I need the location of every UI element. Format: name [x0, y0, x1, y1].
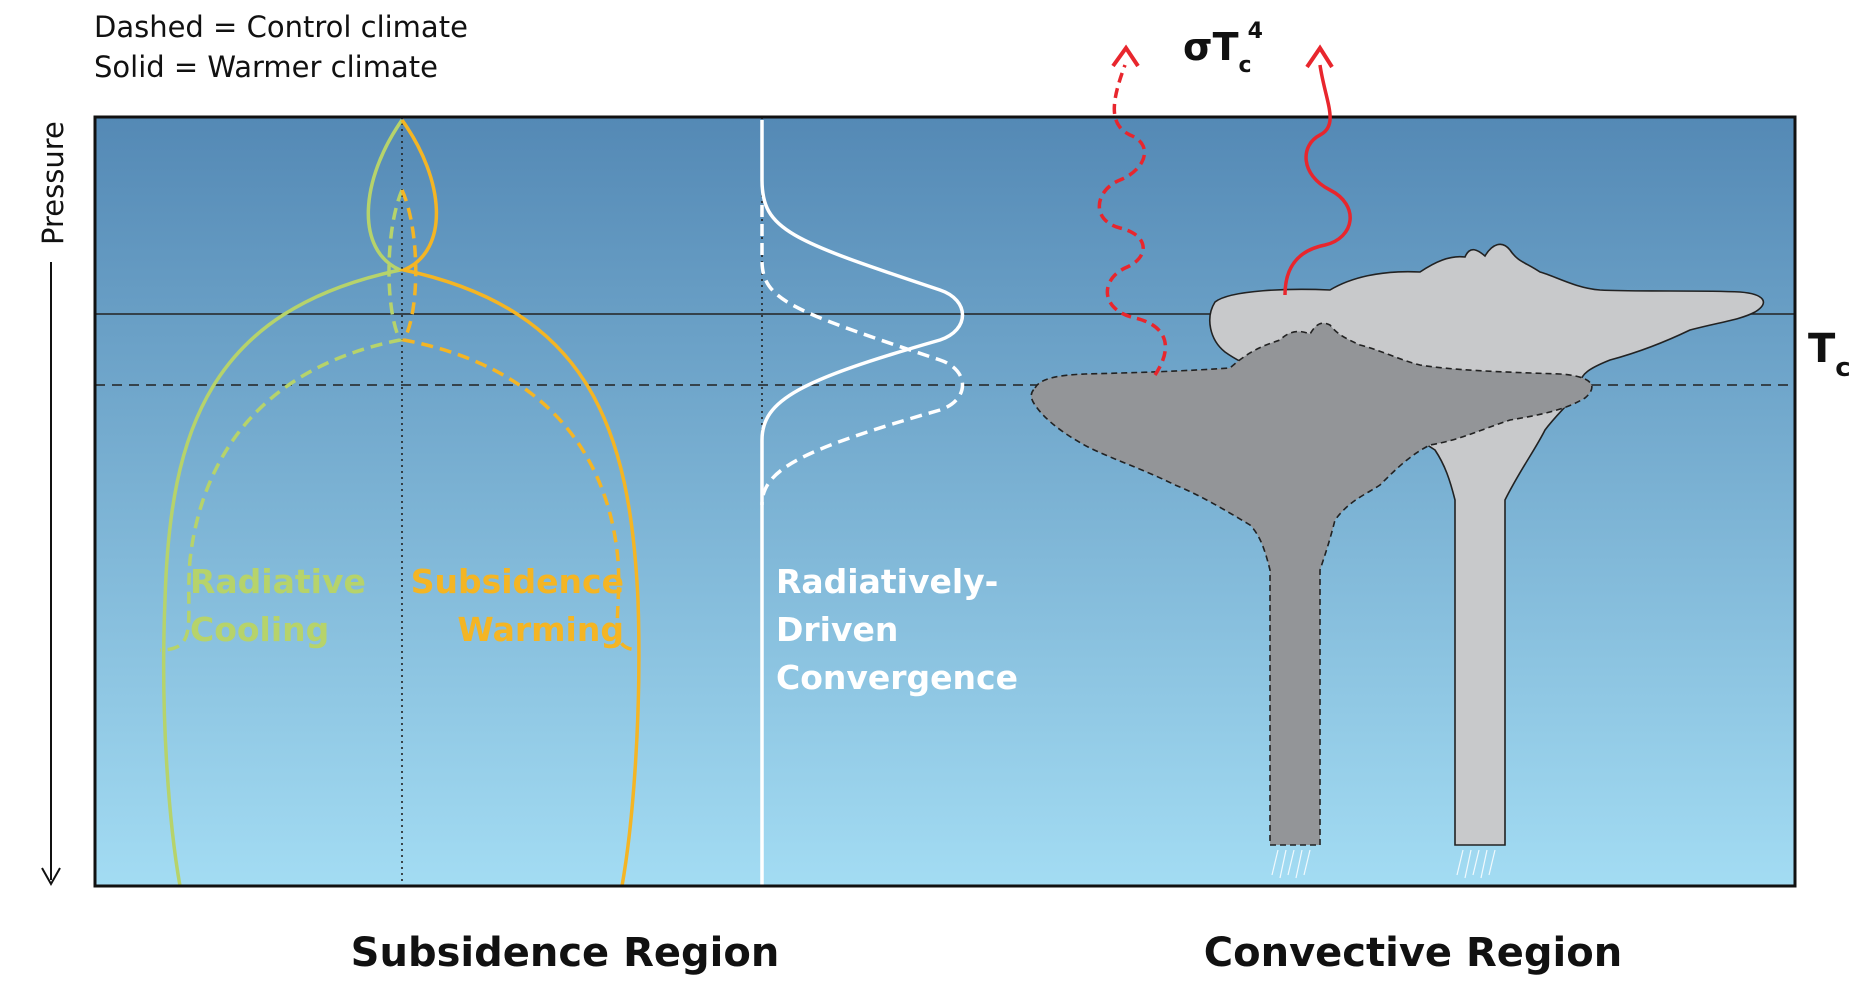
subsidence-region-title: Subsidence Region: [351, 930, 780, 976]
control-radiation-arrow: [1097, 64, 1167, 376]
convergence-dashed-curve: [760, 205, 965, 506]
radiative-cooling-solid-curve: [161, 118, 406, 886]
legend-dashed: Dashed = Control climate: [94, 10, 468, 44]
rain-control: [1271, 849, 1311, 879]
subsidence-warming-label-line2: Warming: [457, 610, 624, 649]
tc-subscript: c: [1835, 353, 1850, 383]
panel-content: Radiative Cooling Subsidence Warming Rad…: [95, 117, 1795, 886]
sigma-tc4-main: σT: [1183, 25, 1239, 69]
convergence-solid-curve: [760, 120, 965, 886]
rain-warm: [1456, 849, 1496, 879]
tc-label: Tc: [1808, 326, 1851, 383]
sigma-tc4-label: σTc 4: [1183, 19, 1263, 78]
tc-main: T: [1808, 326, 1836, 372]
warm-radiation-arrowhead: [1305, 44, 1334, 69]
sigma-tc4-subscript: c: [1239, 53, 1252, 78]
pressure-axis-label: Pressure: [36, 121, 70, 245]
control-climate-cloud: [1030, 322, 1593, 846]
panel-frame: [93, 115, 1797, 888]
radiative-cooling-label-line1: Radiative: [190, 562, 366, 601]
convergence-label-line2: Driven: [776, 610, 898, 649]
radiative-cooling-dashed-curve: [159, 189, 404, 652]
subsidence-warming-label-line1: Subsidence: [411, 562, 624, 601]
convergence-label-line1: Radiatively-: [776, 562, 998, 601]
legend-solid: Solid = Warmer climate: [94, 50, 438, 84]
convective-region-title: Convective Region: [1204, 930, 1622, 976]
subsidence-warming-dashed-curve: [400, 189, 641, 652]
warm-radiation-arrow: [1283, 64, 1352, 296]
sky-panel: [95, 117, 1795, 886]
control-radiation-arrowhead: [1111, 44, 1140, 68]
convergence-label-line3: Convergence: [776, 658, 1018, 697]
sigma-tc4-superscript: 4: [1248, 19, 1263, 44]
subsidence-warming-solid-curve: [398, 118, 641, 886]
radiative-cooling-label-line2: Cooling: [190, 610, 329, 649]
pressure-axis-arrowhead: [41, 867, 61, 887]
